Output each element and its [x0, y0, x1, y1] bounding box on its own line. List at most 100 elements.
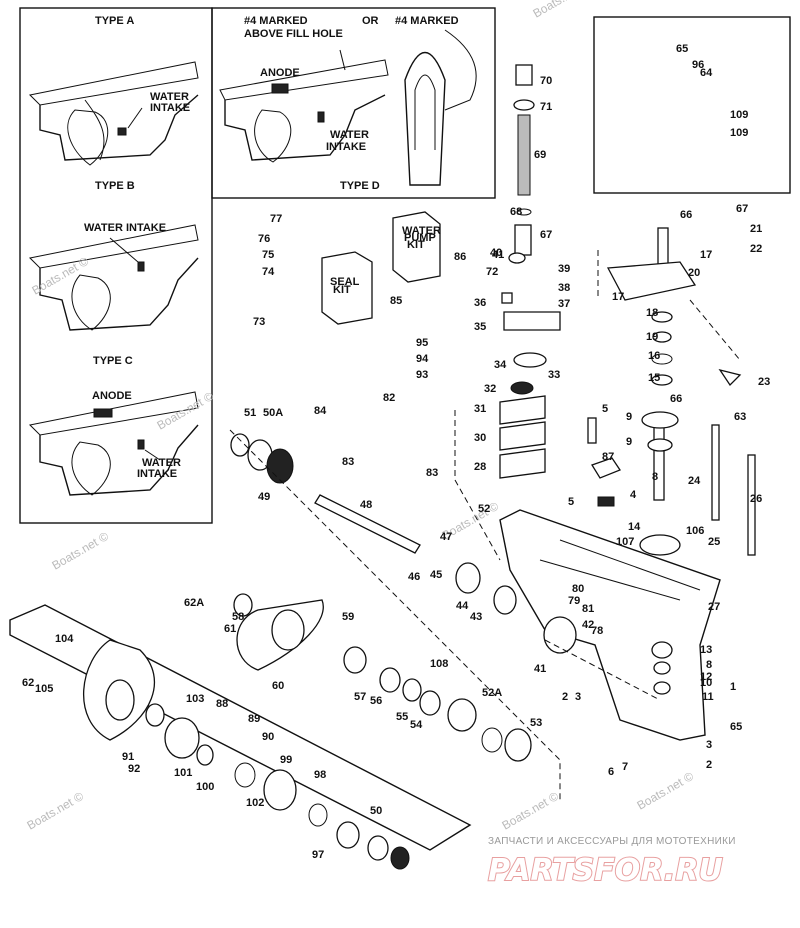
part-number-label: 44: [456, 600, 469, 612]
part-number-label: 90: [262, 731, 274, 743]
part-number-label: 13: [700, 644, 712, 656]
part-number-label: 26: [750, 493, 762, 505]
part-number-label: 22: [750, 243, 762, 255]
gearcase-housing: [499, 509, 721, 741]
type-a-title: TYPE A: [95, 15, 134, 27]
part-number-label: 23: [758, 376, 770, 388]
part-number-label: 17: [700, 249, 712, 261]
type-d-callout-2: INTAKE: [326, 141, 366, 153]
part-number-label: 54: [410, 719, 423, 731]
water-pump-kit-line-3: KIT: [407, 239, 425, 251]
part-number-label: 46: [408, 571, 420, 583]
part-number-label: 78: [591, 625, 603, 637]
part-number-label: 63: [734, 411, 746, 423]
part-number-label: 105: [35, 683, 53, 695]
part-number-label: 12: [700, 671, 712, 683]
type-a-callout-2: INTAKE: [150, 102, 190, 114]
part-number-label: 79: [568, 595, 580, 607]
part-number-label: 77: [270, 213, 282, 225]
part-number-label: 49: [258, 491, 270, 503]
part-number-label: 87: [602, 451, 614, 463]
part-number-label: 52: [478, 503, 490, 515]
part-number-label: 99: [280, 754, 292, 766]
part-number-label: 97: [312, 849, 324, 861]
part-number-label: 36: [474, 297, 486, 309]
type-a-callout-1: WATER: [150, 91, 189, 103]
part-number-label: 92: [128, 763, 140, 775]
brand-logo: PARTSFOR.RU: [488, 853, 723, 888]
part-number-label: 1: [730, 681, 736, 693]
part-number-label: 45: [430, 569, 442, 581]
part-number-label: 48: [360, 499, 372, 511]
part-number-label: 20: [688, 267, 700, 279]
part-number-label: 66: [670, 393, 682, 405]
water-pump-kit-line-1: WATER: [402, 225, 441, 237]
type-a-view: TYPE A WATER INTAKE: [28, 15, 199, 166]
type-d-marked-right: #4 MARKED: [395, 15, 459, 27]
part-number-label: 93: [416, 369, 428, 381]
part-number-label: 66: [680, 209, 692, 221]
part-number-label: 112: [0, 0, 18, 3]
part-number-label: 33: [548, 369, 560, 381]
type-d-callout-1: WATER: [330, 129, 369, 141]
part-number-label: 74: [262, 266, 275, 278]
part-number-label: 70: [540, 75, 552, 87]
part-number-label: 9: [626, 436, 632, 448]
prop-shaft-assembly: [230, 433, 577, 762]
kits: WATER PUMP KIT SEAL KIT: [321, 211, 441, 325]
type-b-title: TYPE B: [95, 180, 135, 192]
part-number-label: 75: [262, 249, 274, 261]
part-number-label: 38: [558, 282, 570, 294]
part-number-label: 80: [572, 583, 584, 595]
type-c-callout-1: ANODE: [92, 390, 132, 402]
type-d-title: TYPE D: [340, 180, 380, 192]
part-number-label: 98: [314, 769, 326, 781]
part-number-label: 107: [616, 536, 634, 548]
part-number-label: 73: [253, 316, 265, 328]
part-number-label: 35: [474, 321, 486, 333]
part-number-label: 106: [686, 525, 704, 537]
part-number-label: 95: [416, 337, 428, 349]
part-number-label: 31: [474, 403, 486, 415]
part-number-label: 96: [692, 59, 704, 71]
part-number-label: 25: [708, 536, 720, 548]
watermark-7: Boats.net ©: [500, 789, 562, 833]
seal-kit-line-1: SEAL: [330, 276, 360, 288]
part-number-label: 71: [540, 101, 552, 113]
driveshaft-stack: [499, 64, 756, 556]
part-number-label: 18: [646, 307, 658, 319]
part-number-label: 11: [702, 691, 714, 703]
type-d-marked-left-2: ABOVE FILL HOLE: [244, 28, 343, 40]
water-pump-kit-line-2: PUMP: [404, 232, 436, 244]
part-number-label: 43: [470, 611, 482, 623]
part-number-label: 81: [582, 603, 594, 615]
part-number-label: 40: [490, 247, 502, 259]
part-number-label: 65: [730, 721, 742, 733]
type-c-view: TYPE C ANODE WATER INTAKE: [28, 355, 199, 496]
part-number-label: 108: [430, 658, 448, 670]
part-number-label: 17: [612, 291, 624, 303]
type-d-view: #4 MARKED ABOVE FILL HOLE OR #4 MARKED A…: [219, 15, 477, 192]
part-number-label: 85: [390, 295, 402, 307]
part-number-label: 111: [0, 0, 17, 3]
part-number-label: 84: [314, 405, 327, 417]
part-number-label: 104: [55, 633, 74, 645]
type-c-callout-3: INTAKE: [137, 468, 177, 480]
part-number-label: 91: [122, 751, 134, 763]
part-number-label: 76: [258, 233, 270, 245]
type-inset-panel: [19, 7, 791, 524]
part-number-label: 34: [494, 359, 507, 371]
part-number-label: 15: [648, 372, 660, 384]
type-c-callout-2: WATER: [142, 457, 181, 469]
part-number-label: 47: [440, 531, 452, 543]
part-number-label: 83: [342, 456, 354, 468]
part-number-label: 2: [562, 691, 568, 703]
part-number-label: 24: [688, 475, 701, 487]
part-number-label: 57: [354, 691, 366, 703]
part-number-label: 39: [558, 263, 570, 275]
part-number-label: 9: [626, 411, 632, 423]
watermark-3: Boats.net ©: [50, 529, 112, 573]
part-number-label: 86: [454, 251, 466, 263]
part-number-label: 3: [706, 739, 712, 751]
